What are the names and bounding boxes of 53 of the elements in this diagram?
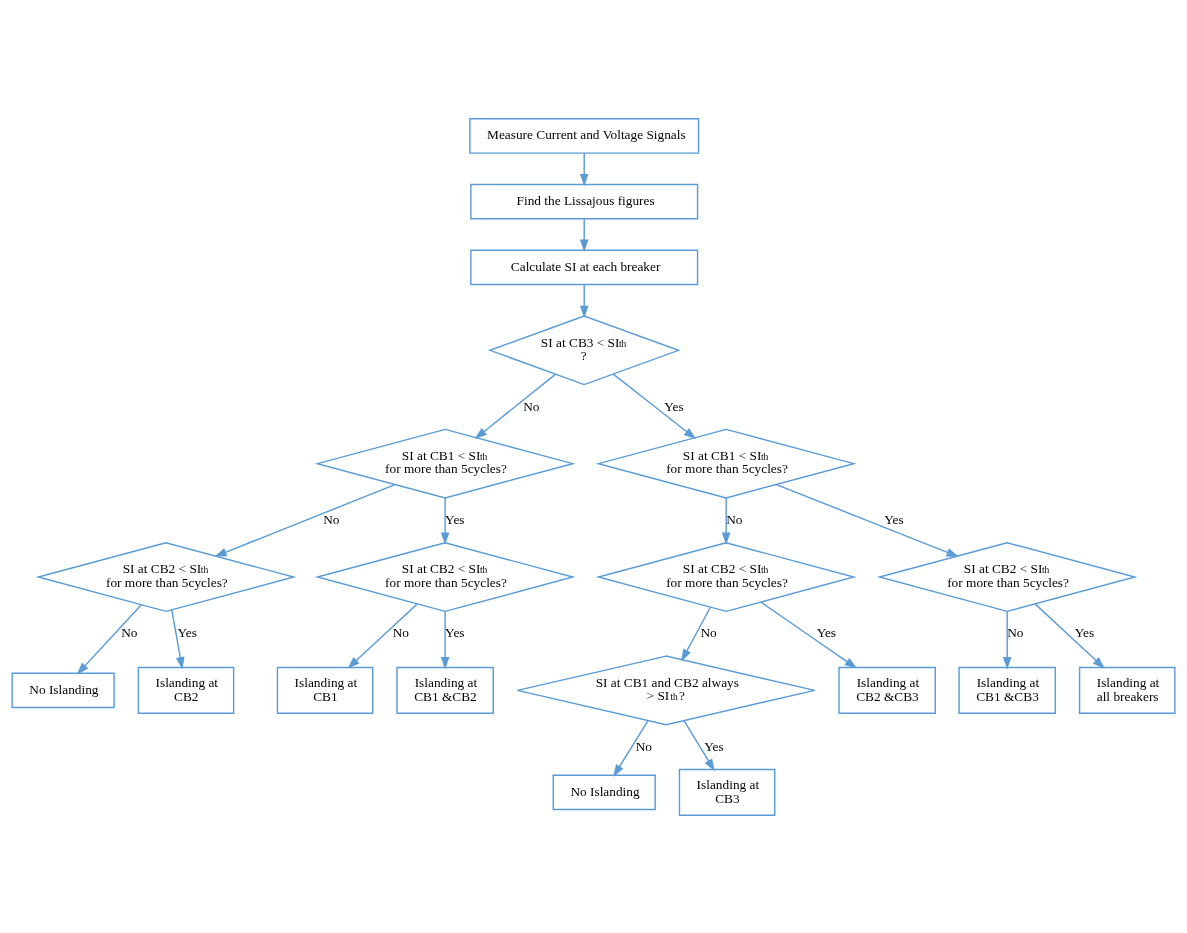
- edge-label: Yes: [445, 511, 465, 527]
- edge-label: No: [726, 511, 743, 527]
- node-box: No Islanding: [11, 672, 115, 708]
- edge-label: Yes: [664, 398, 684, 414]
- node-diamond: SI at CB1 and CB2 always > SIth?: [516, 654, 816, 725]
- edge-label: No: [323, 511, 340, 527]
- edge-label: No: [1007, 624, 1024, 640]
- node-diamond: SI at CB2 < SIth for more than 5cycles?: [595, 541, 857, 612]
- edge-label: Yes: [884, 511, 904, 527]
- arrow: [474, 373, 557, 439]
- edge-label: Yes: [177, 624, 197, 640]
- node-box: Calculate SI at each breaker: [470, 249, 699, 285]
- arrow: [440, 496, 450, 545]
- node-box: Islanding at CB1 &CB3: [958, 666, 1056, 714]
- node-box: Islanding at all breakers: [1078, 666, 1176, 714]
- arrow: [612, 372, 697, 439]
- arrow: [579, 152, 589, 186]
- arrow: [760, 600, 858, 669]
- arrow: [775, 483, 959, 557]
- node-box: Measure Current and Voltage Signals: [469, 117, 700, 154]
- node-box: Find the Lissajous figures: [470, 183, 699, 220]
- arrow: [613, 719, 649, 777]
- node-diamond: SI at CB2 < SIth for more than 5cycles?: [314, 541, 576, 612]
- edge-label: Yes: [445, 624, 465, 640]
- arrow: [681, 606, 712, 661]
- arrow: [1002, 610, 1012, 669]
- arrow: [214, 483, 396, 557]
- arrow: [347, 602, 418, 669]
- edge-label: Yes: [704, 738, 724, 754]
- edge-label: No: [635, 738, 652, 754]
- edge-label: Yes: [1074, 624, 1095, 640]
- node-box: Islanding at CB1 &CB2: [396, 666, 494, 714]
- node-box: Islanding at CB2 &CB3: [838, 666, 936, 714]
- arrow: [1034, 602, 1105, 669]
- arrow: [76, 603, 142, 675]
- edge-label: No: [392, 624, 410, 640]
- edge-label: No: [700, 624, 717, 640]
- arrow: [171, 608, 185, 670]
- node-diamond: SI at CB3 < SIth ?: [487, 314, 681, 385]
- edge-label: No: [121, 624, 138, 640]
- node-box: Islanding at CB1: [276, 666, 374, 714]
- arrow: [579, 283, 589, 318]
- node-box: Islanding at CB2: [137, 666, 235, 714]
- node-box: No Islanding: [552, 773, 656, 810]
- arrow: [579, 217, 589, 252]
- node-diamond: SI at CB2 < SIth for more than 5cycles?: [35, 541, 297, 612]
- arrow: [721, 496, 731, 545]
- node-diamond: SI at CB2 < SIth for more than 5cycles?: [876, 541, 1138, 612]
- arrow: [683, 719, 715, 771]
- edge-label: No: [523, 398, 540, 414]
- edge-label: Yes: [816, 624, 837, 640]
- node-box: Islanding at CB3: [678, 768, 776, 816]
- arrow: [440, 610, 450, 669]
